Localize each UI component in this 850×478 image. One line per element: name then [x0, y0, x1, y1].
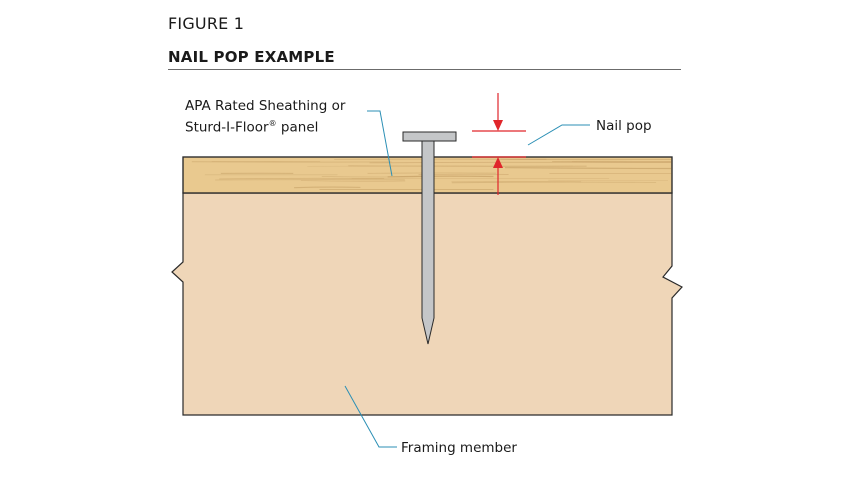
arrow-down-icon	[493, 120, 503, 131]
grain-line	[294, 186, 361, 189]
arrow-up-icon	[493, 157, 503, 168]
nail	[402, 131, 457, 345]
nail-head	[402, 131, 457, 142]
nail-pop-dimension	[472, 93, 526, 195]
grain-line	[504, 167, 672, 170]
grain-line	[572, 161, 672, 163]
grain-line	[307, 165, 573, 167]
grain-line	[219, 177, 385, 180]
grain-line	[369, 161, 672, 164]
wood-grain	[191, 158, 672, 190]
grain-line	[300, 180, 406, 182]
sheathing-callout: APA Rated Sheathing or Sturd-I-Floor® pa…	[185, 97, 345, 137]
figure-title: NAIL POP EXAMPLE	[168, 48, 335, 66]
registered-mark: ®	[268, 119, 277, 128]
sheathing-callout-line1: APA Rated Sheathing or	[185, 98, 346, 114]
nail-pop-callout: Nail pop	[596, 118, 652, 134]
figure-label: FIGURE 1	[168, 14, 245, 33]
nail-pop-leader	[527, 124, 590, 146]
grain-line	[548, 179, 668, 182]
sheathing-leader	[367, 110, 393, 177]
nail-shank	[421, 140, 435, 345]
sheathing-product-name: Sturd-I-Floor	[185, 119, 269, 136]
sheathing-panel	[182, 156, 673, 194]
grain-line	[451, 181, 657, 184]
framing-leader	[344, 385, 397, 448]
sheathing-panel-word: panel	[276, 119, 319, 136]
title-rule	[168, 69, 681, 70]
framing-member-callout: Framing member	[401, 440, 517, 456]
sheathing-callout-line2: Sturd-I-Floor® panel	[185, 115, 345, 137]
